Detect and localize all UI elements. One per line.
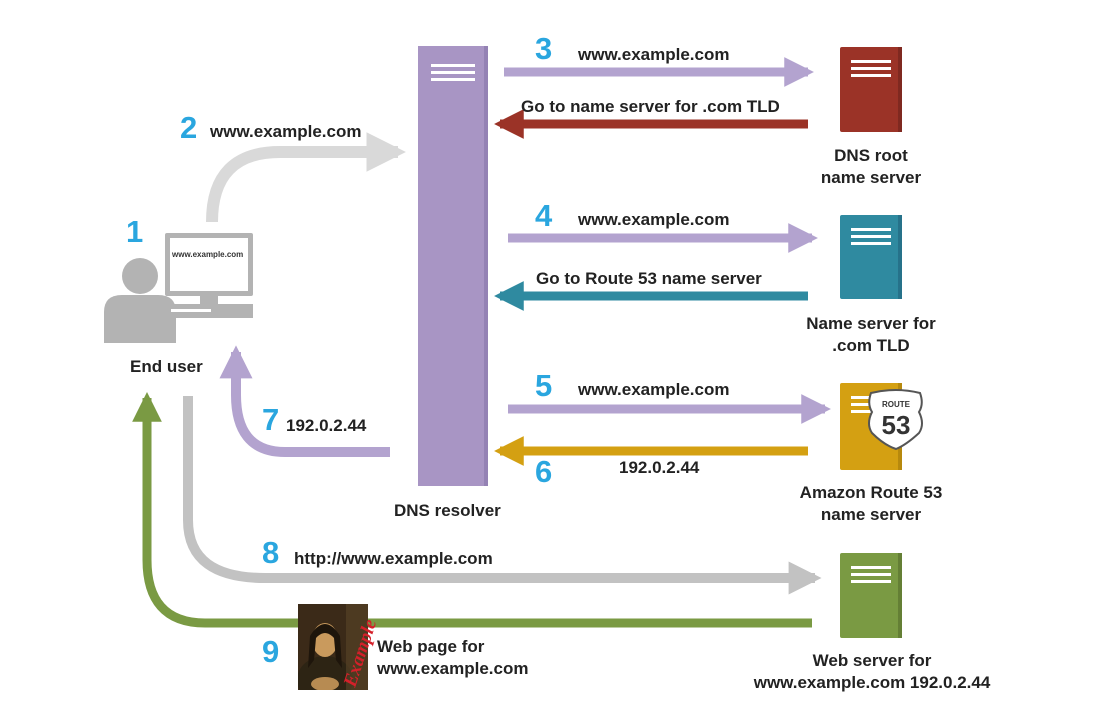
tld-label-line1: Name server for xyxy=(806,314,936,333)
label-web-page-response: Web page for www.example.com xyxy=(377,636,528,680)
label-answer-to-user: 192.0.2.44 xyxy=(286,416,367,435)
tld-label-line2: .com TLD xyxy=(832,336,910,355)
monitor-screen-text: www.example.com xyxy=(172,250,244,259)
computer-monitor-icon xyxy=(165,233,253,318)
web-server-label: Web server for www.example.com 192.0.2.4… xyxy=(730,650,1014,694)
label-step4-query: www.example.com xyxy=(578,210,730,229)
web-server-icon xyxy=(840,553,902,638)
route53-badge-top-text: ROUTE xyxy=(882,400,911,409)
label-step3-query: www.example.com xyxy=(578,45,730,64)
label-root-reply: Go to name server for .com TLD xyxy=(521,97,780,116)
route53-shield-badge: ROUTE 53 xyxy=(868,389,923,451)
web-page-thumbnail: Example xyxy=(298,604,381,690)
route53-label: Amazon Route 53 name server xyxy=(776,482,966,526)
dns-resolver-label: DNS resolver xyxy=(394,501,501,520)
step-number-3: 3 xyxy=(535,31,553,66)
step-number-2: 2 xyxy=(180,110,198,145)
tld-server-label: Name server for .com TLD xyxy=(786,313,956,357)
dns-resolver-server xyxy=(418,46,488,486)
dns-root-label: DNS root name server xyxy=(806,145,936,189)
label-web-page-line1: Web page for xyxy=(377,637,485,656)
label-step5-query: www.example.com xyxy=(578,380,730,399)
dns-root-label-line2: name server xyxy=(820,168,922,187)
step-number-9: 9 xyxy=(262,634,280,669)
arrow-query-to-resolver xyxy=(206,132,406,223)
web-server-label-line2: www.example.com 192.0.2.44 xyxy=(753,673,991,692)
step-number-8: 8 xyxy=(262,535,280,570)
step-number-7: 7 xyxy=(262,402,280,437)
label-route53-reply: 192.0.2.44 xyxy=(619,458,700,477)
end-user-label: End user xyxy=(130,357,203,376)
arrow-http-request xyxy=(183,396,822,595)
route53-label-line1: Amazon Route 53 xyxy=(799,483,943,502)
arrow-answer-to-user xyxy=(219,345,390,457)
label-web-page-line2: www.example.com xyxy=(377,659,529,678)
dns-root-server-icon xyxy=(840,47,902,132)
route53-badge-number: 53 xyxy=(882,410,911,440)
dns-root-label-line1: DNS root xyxy=(834,146,908,165)
step-number-6: 6 xyxy=(535,454,553,489)
step-number-4: 4 xyxy=(535,198,553,233)
end-user-person-icon xyxy=(104,258,176,343)
label-step2-query: www.example.com xyxy=(210,122,362,141)
web-server-label-line1: Web server for xyxy=(812,651,932,670)
step-number-1: 1 xyxy=(126,214,144,249)
arrow-web-page-response xyxy=(132,392,812,628)
label-http-request: http://www.example.com xyxy=(294,549,493,568)
label-tld-reply: Go to Route 53 name server xyxy=(536,269,762,288)
tld-server-icon xyxy=(840,215,902,299)
route53-label-line2: name server xyxy=(820,505,922,524)
step-number-5: 5 xyxy=(535,368,553,403)
